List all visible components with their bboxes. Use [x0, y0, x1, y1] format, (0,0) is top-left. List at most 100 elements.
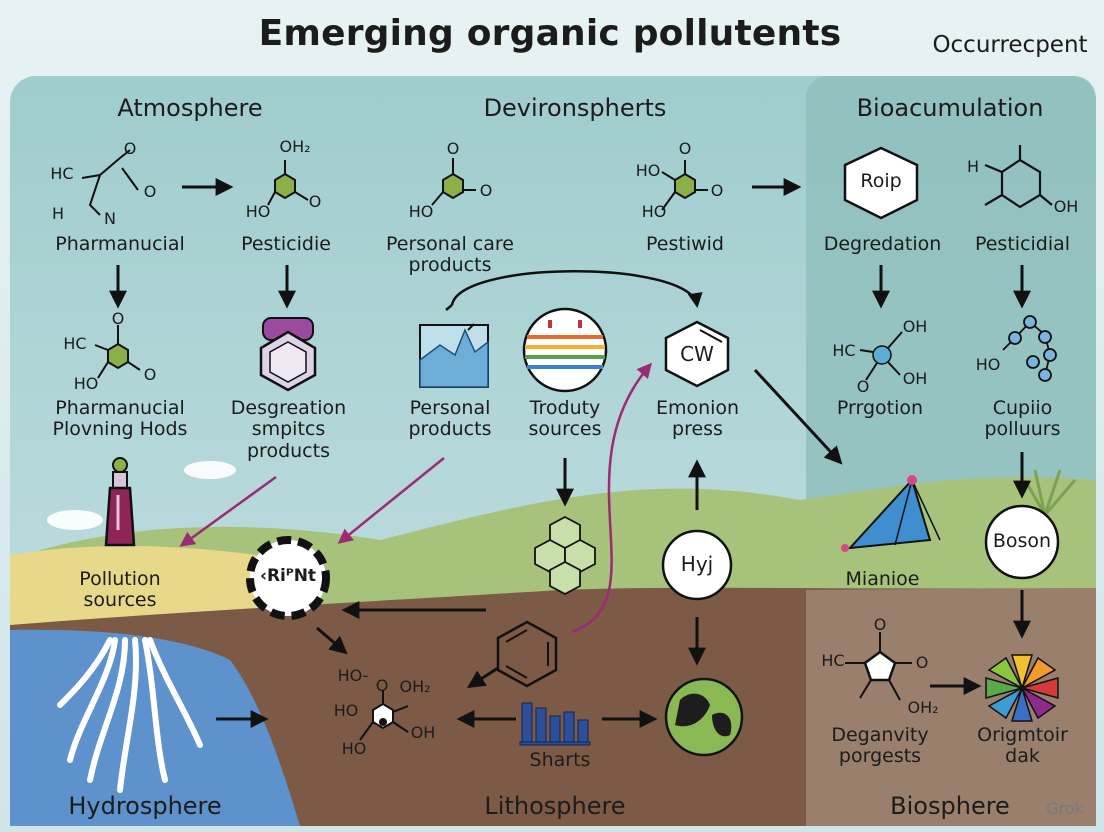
section-biosphere: Biosphere: [890, 792, 1010, 820]
section-atmosphere: Atmosphere: [117, 94, 263, 122]
m6-hc: HC: [63, 334, 87, 353]
label-personal-care: Personal care products: [386, 233, 514, 277]
molecule-pestiwid: [661, 160, 708, 211]
plant-icon: [1023, 469, 1077, 516]
soil-light-patch: [806, 588, 1096, 826]
m7-hc: HC: [832, 341, 856, 360]
label-origmtoir: Origmtoir dak: [977, 724, 1068, 768]
bottle-icon: [104, 457, 136, 547]
m9-ho: HO-: [337, 666, 369, 685]
molecule-pharm-plovning: [94, 325, 141, 379]
m9-oh: OH: [410, 723, 436, 742]
label-deganvity: Deganvity porgests: [831, 724, 929, 768]
label-prrgotion: Prrgotion: [836, 397, 924, 419]
m7-oh1: OH: [902, 317, 928, 336]
sand-strip: [10, 545, 294, 630]
sharts-bar-icon: [519, 702, 591, 746]
label-desgreation: Desgreation smpitcs products: [230, 397, 347, 462]
earth-globe-icon: [664, 677, 744, 757]
molecule-pharmanucial: [81, 149, 139, 216]
m9-o: O: [375, 676, 389, 695]
hyj-node: [661, 529, 733, 601]
molecule-cupiio: [1002, 315, 1057, 382]
m2-ho: HO: [245, 202, 271, 221]
cloud: [184, 461, 236, 479]
m5-oh: OH: [1053, 197, 1079, 216]
origmtoir-color-wheel-icon: [985, 654, 1059, 722]
ripnt-node-label: ‹RiᴾNt: [259, 566, 317, 586]
benzene-ring: [496, 620, 558, 688]
m3-ho: HO: [408, 202, 434, 221]
m1-hc: HC: [50, 164, 74, 183]
m9-ho2: HO: [333, 701, 359, 720]
m3-o2: O: [479, 181, 493, 200]
curved-arrow-top: [450, 270, 703, 308]
roip-node: [843, 146, 919, 220]
label-personal-products: Personal products: [408, 397, 492, 441]
page-title: Emerging organic pollutents: [258, 13, 842, 54]
m8-ho: HO: [975, 355, 1001, 374]
label-troduty: Troduty sources: [528, 397, 602, 441]
label-cupiio: Cupiio polluurs: [984, 397, 1061, 441]
section-hydrosphere: Hydrosphere: [68, 792, 222, 820]
label-pharm-plovning: Pharmanucial Plovning Hods: [52, 397, 188, 441]
molecule-personal-care: [431, 158, 476, 206]
label-sharts: Sharts: [529, 749, 591, 771]
m10-oh2: OH₂: [907, 698, 939, 717]
label-pesticidial: Pesticidial: [974, 233, 1071, 255]
desgreation-container-icon: [259, 317, 317, 392]
label-pharmanucial: Pharmanucial: [55, 233, 185, 255]
section-lithosphere: Lithosphere: [484, 792, 626, 820]
cw-node: [664, 320, 730, 388]
label-mianioe: Mianioe: [845, 568, 920, 590]
m6-ho: HO: [73, 374, 99, 393]
magenta-arrows: [179, 362, 652, 634]
mianioe-kite-icon: [841, 475, 941, 552]
section-devironspherts: Devironspherts: [483, 94, 667, 122]
label-pestiwid: Pestiwid: [646, 233, 724, 255]
m5-h: H: [966, 157, 980, 176]
m7-o: O: [856, 377, 870, 396]
m3-o1: O: [446, 139, 460, 158]
ripnt-node: [246, 536, 330, 620]
cloud-left: [47, 510, 103, 530]
m4-o1: O: [678, 139, 692, 158]
label-degredation: Degredation: [823, 233, 942, 255]
m10-o2: O: [915, 653, 929, 672]
label-pesticidie: Pesticidie: [241, 233, 331, 255]
m7-oh2: OH: [902, 369, 928, 388]
m1-h: H: [51, 204, 65, 223]
roots-icon: [57, 637, 203, 793]
m4-o2: O: [710, 181, 724, 200]
molecule-pesticidie: [267, 160, 309, 206]
m4-ho2: HO: [641, 202, 667, 221]
m10-o1: O: [873, 615, 887, 634]
m9-oh2: OH₂: [399, 677, 431, 696]
molecule-lithosphere: [359, 690, 409, 741]
molecule-prrgotion: [859, 331, 903, 381]
flow-arrows: [109, 178, 1031, 728]
m2-o: O: [308, 192, 322, 211]
label-pollution-sources: Pollution sources: [79, 568, 161, 612]
corner-label: Occurrecpent: [932, 32, 1088, 58]
m4-ho1: HO: [635, 161, 661, 180]
m1-n: N: [104, 209, 116, 228]
section-bioaccumulation: Bioacumulation: [856, 94, 1044, 122]
roip-node-label: Roip: [860, 170, 902, 192]
molecule-deganvity: [845, 632, 912, 701]
m6-o1: O: [111, 309, 125, 328]
m6-o2: O: [143, 365, 157, 384]
hyj-node-label: Hyj: [680, 552, 714, 576]
m9-ho3: HO: [341, 739, 367, 758]
hexagon-network-icon: [534, 515, 596, 596]
boson-node: [984, 504, 1060, 580]
curved-arrow-start: [445, 304, 453, 311]
m1-o1: O: [123, 139, 137, 158]
m10-hc: HC: [821, 651, 845, 670]
cw-node-label: CW: [680, 342, 714, 366]
m2-oh2: OH₂: [279, 137, 311, 156]
grok-watermark: Grok: [1046, 799, 1084, 818]
m1-o2: O: [143, 182, 157, 201]
molecule-pesticidial: [984, 145, 1053, 209]
